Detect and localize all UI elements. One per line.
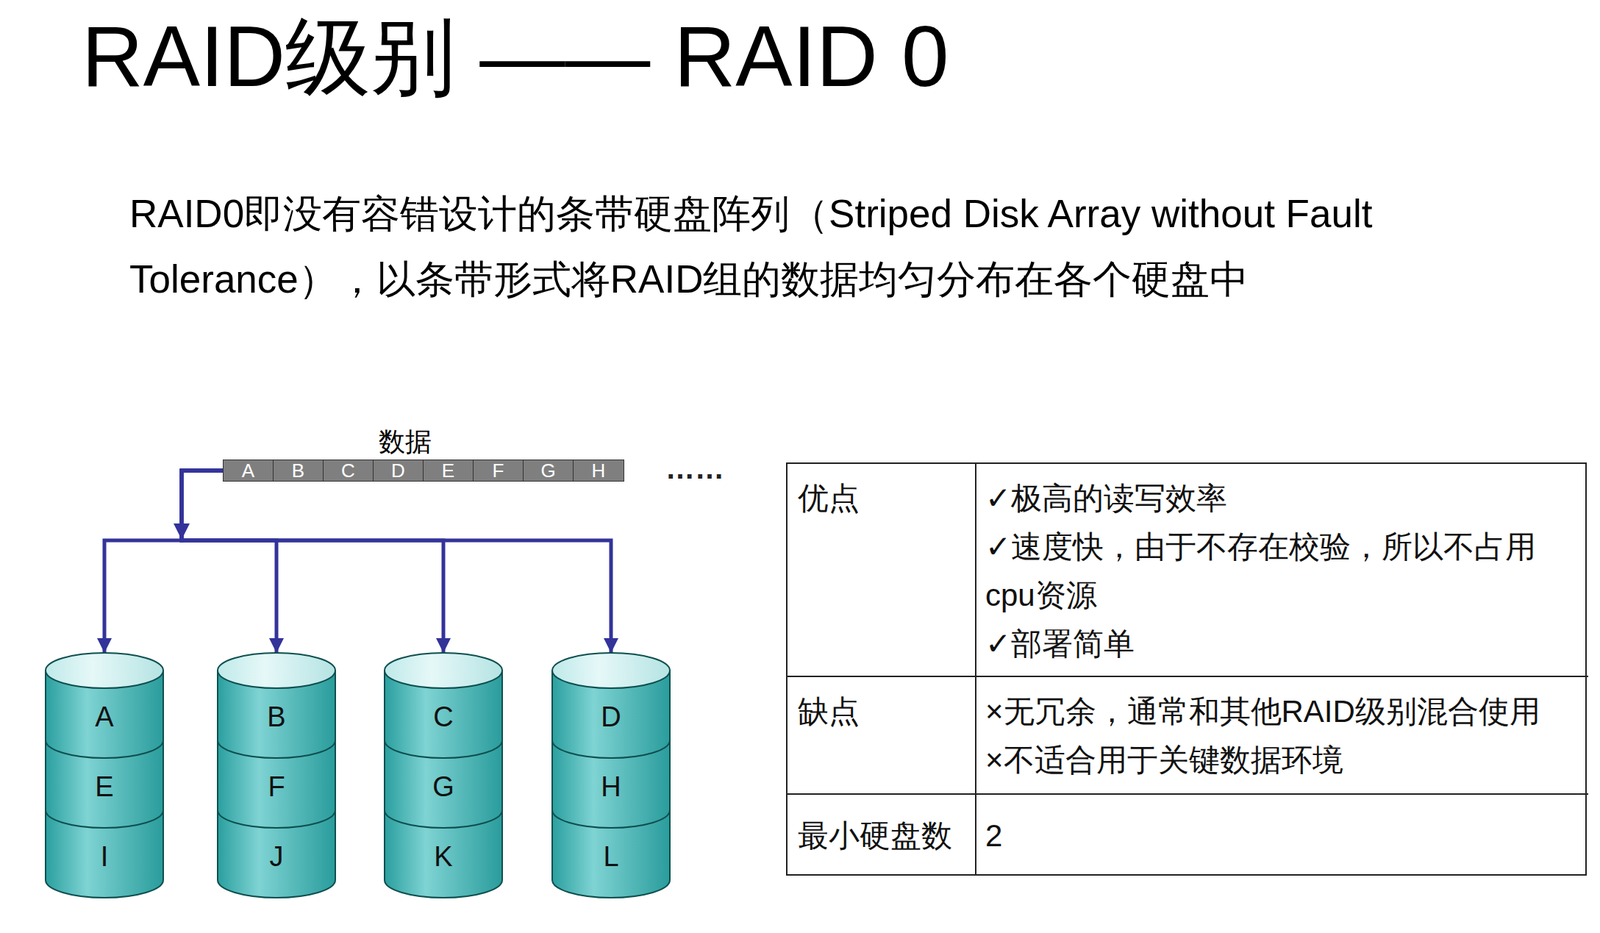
- table-cell: 缺点: [787, 677, 977, 795]
- disk-cylinder: CGK: [384, 652, 503, 900]
- segment-divider: [45, 810, 164, 828]
- cylinder-top: [217, 652, 336, 689]
- segment-divider: [552, 740, 670, 759]
- table-cell: ✓极高的读写效率✓速度快，由于不存在校验，所以不占用cpu资源✓部署简单: [976, 463, 1589, 678]
- segment-divider: [217, 810, 336, 828]
- data-flow-arrow: [104, 470, 223, 653]
- table-entry: 2: [985, 811, 1578, 861]
- segment-divider: [552, 810, 670, 828]
- stripe-block: G: [384, 769, 503, 805]
- stripe-bar: ABCDEFGH: [222, 459, 625, 482]
- cylinder-body: [384, 670, 503, 898]
- stripe-block: I: [45, 838, 164, 875]
- property-table: 优点✓极高的读写效率✓速度快，由于不存在校验，所以不占用cpu资源✓部署简单缺点…: [786, 462, 1587, 876]
- data-flow-arrow: [181, 470, 277, 653]
- disk-cylinder: AEI: [45, 652, 164, 900]
- stripe-block: L: [552, 838, 670, 875]
- data-block: G: [523, 460, 574, 481]
- cylinder-top: [45, 652, 164, 689]
- description-text: RAID0即没有容错设计的条带硬盘阵列（Striped Disk Array w…: [129, 180, 1483, 312]
- table-cell: 最小硬盘数: [787, 794, 977, 875]
- data-block: A: [223, 460, 274, 481]
- cylinder-top: [384, 652, 503, 689]
- continuation-dots: ……: [665, 450, 725, 487]
- segment-divider: [217, 740, 336, 759]
- row-header: 优点: [797, 474, 965, 523]
- data-block: B: [273, 460, 324, 481]
- data-heading: 数据: [350, 426, 461, 458]
- stripe-block: H: [552, 769, 670, 805]
- data-block: D: [373, 460, 424, 481]
- stripe-block: J: [217, 838, 336, 875]
- stripe-block: K: [384, 838, 503, 875]
- cylinder-body: [552, 670, 670, 898]
- table-entry: ×无冗余，通常和其他RAID级别混合使用: [985, 687, 1578, 737]
- stripe-block: D: [552, 699, 670, 735]
- table-entry: ✓部署简单: [985, 619, 1578, 669]
- stripe-block: B: [217, 699, 336, 735]
- disk-cylinder: BFJ: [217, 652, 336, 900]
- table-entry: ✓速度快，由于不存在校验，所以不占用cpu资源: [985, 522, 1578, 620]
- data-block: E: [423, 460, 474, 481]
- slide-title: RAID级别 —— RAID 0: [81, 1, 949, 112]
- table-cell: 优点: [787, 463, 977, 678]
- data-block: F: [473, 460, 524, 481]
- disk-cylinder: DHL: [552, 652, 670, 900]
- table-entry: ×不适合用于关键数据环境: [985, 736, 1578, 785]
- cylinder-top: [552, 652, 670, 689]
- stripe-block: C: [384, 699, 503, 735]
- stripe-block: E: [45, 769, 164, 805]
- data-block: H: [573, 460, 624, 481]
- data-flow-arrow: [181, 470, 444, 653]
- row-header: 缺点: [797, 687, 965, 737]
- data-stripe: 数据ABCDEFGH: [222, 426, 630, 482]
- data-block: C: [323, 460, 374, 481]
- segment-divider: [45, 740, 164, 759]
- row-header: 最小硬盘数: [797, 811, 965, 861]
- table-cell: 2: [976, 794, 1589, 875]
- cylinder-body: [45, 670, 164, 898]
- table-entry: ✓极高的读写效率: [985, 474, 1578, 523]
- stripe-block: F: [217, 769, 336, 805]
- cylinder-body: [217, 670, 336, 898]
- table-cell: ×无冗余，通常和其他RAID级别混合使用×不适合用于关键数据环境: [976, 677, 1589, 795]
- segment-divider: [384, 740, 503, 759]
- data-flow-arrow: [181, 470, 612, 653]
- stripe-block: A: [45, 699, 164, 735]
- segment-divider: [384, 810, 503, 828]
